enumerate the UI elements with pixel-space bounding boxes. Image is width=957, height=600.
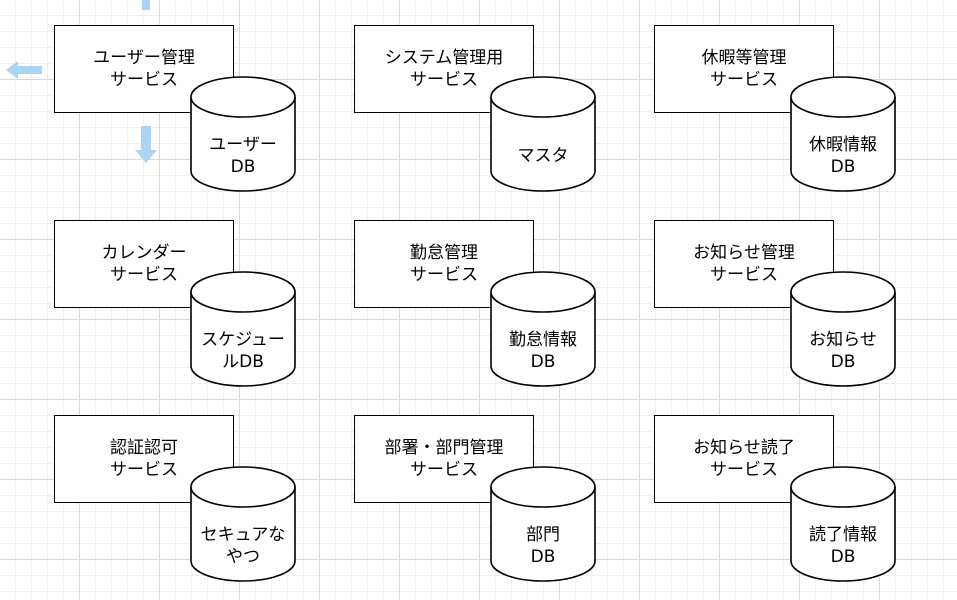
cylinder-shape (190, 271, 296, 387)
database-label: セキュアな やつ (200, 525, 286, 567)
service-unit-read: お知らせ読了 サービス 読了情報 DB (654, 415, 899, 585)
cylinder-shape (190, 76, 296, 192)
service-unit-system: システム管理用 サービス マスタ (354, 25, 599, 195)
database-notice[interactable]: お知らせ DB (789, 269, 897, 389)
cylinder-shape (490, 271, 596, 387)
cylinder-shape (790, 466, 896, 582)
connect-arrow-up-icon[interactable] (137, 0, 155, 12)
connect-arrow-down-icon[interactable] (134, 126, 158, 164)
cylinder-shape (490, 466, 596, 582)
cylinder-shape (790, 76, 896, 192)
database-label: 部門 DB (526, 525, 560, 567)
service-label: 認証認可 サービス (110, 438, 178, 480)
database-user[interactable]: ユーザー DB (189, 74, 297, 194)
database-label: ユーザー DB (209, 135, 277, 177)
service-label: 部署・部門管理 サービス (384, 438, 504, 480)
service-label: お知らせ管理 サービス (693, 243, 795, 285)
database-label: マスタ (517, 146, 569, 166)
database-label: 読了情報 DB (809, 525, 877, 567)
database-label: 勤怠情報 DB (509, 330, 577, 372)
service-label: お知らせ読了 サービス (693, 438, 795, 480)
database-leave[interactable]: 休暇情報 DB (789, 74, 897, 194)
service-label: ユーザー管理 サービス (93, 48, 195, 90)
service-label: 休暇等管理 サービス (701, 48, 787, 90)
database-master[interactable]: マスタ (489, 74, 597, 194)
cylinder-shape (790, 271, 896, 387)
service-label: システム管理用 サービス (384, 48, 504, 90)
service-label: カレンダー サービス (101, 243, 187, 285)
service-unit-attendance: 勤怠管理 サービス 勤怠情報 DB (354, 220, 599, 390)
cylinder-shape (490, 76, 596, 192)
database-label: お知らせ DB (809, 330, 877, 372)
service-label: 勤怠管理 サービス (410, 243, 478, 285)
database-label: スケジュー ルDB (201, 330, 285, 372)
cylinder-shape (190, 466, 296, 582)
database-secure[interactable]: セキュアな やつ (189, 464, 297, 584)
service-unit-notice: お知らせ管理 サービス お知らせ DB (654, 220, 899, 390)
service-unit-auth: 認証認可 サービス セキュアな やつ (54, 415, 299, 585)
service-unit-department: 部署・部門管理 サービス 部門 DB (354, 415, 599, 585)
service-unit-leave: 休暇等管理 サービス 休暇情報 DB (654, 25, 899, 195)
database-schedule[interactable]: スケジュー ルDB (189, 269, 297, 389)
database-attendance[interactable]: 勤怠情報 DB (489, 269, 597, 389)
database-read[interactable]: 読了情報 DB (789, 464, 897, 584)
database-department[interactable]: 部門 DB (489, 464, 597, 584)
service-unit-calendar: カレンダー サービス スケジュー ルDB (54, 220, 299, 390)
service-box-system[interactable]: システム管理用 サービス (354, 25, 534, 113)
database-label: 休暇情報 DB (809, 135, 877, 177)
connect-arrow-left-icon[interactable] (4, 60, 44, 80)
service-unit-user: ユーザー管理 サービス ユーザー DB (54, 25, 299, 195)
